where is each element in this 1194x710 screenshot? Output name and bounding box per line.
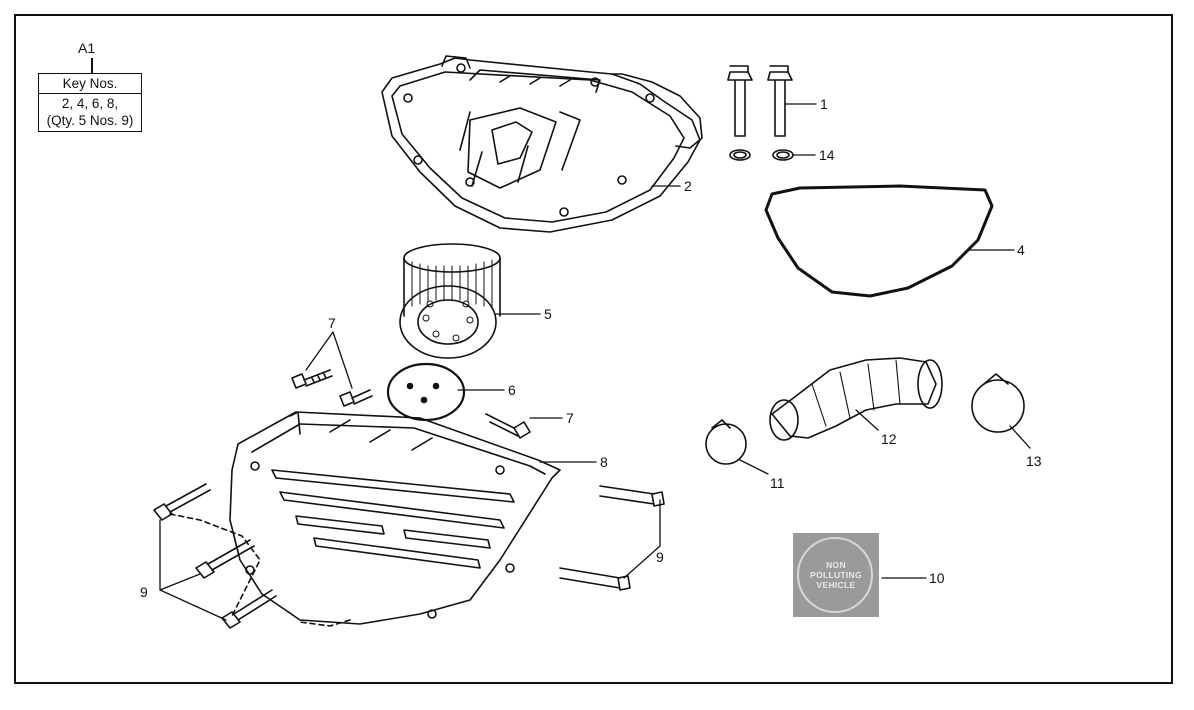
callout-7-lower: 7 [566,410,574,426]
hose-clamps [705,373,1025,465]
leader-lines [159,103,1031,621]
cover-gasket [764,184,994,298]
callout-1: 1 [820,96,828,112]
key-block-id: A1 [78,40,96,56]
key-block-line-1: 2, 4, 6, 8, [61,96,119,111]
filter-element [399,243,501,359]
callout-13: 13 [1026,453,1042,469]
intake-hose [769,357,943,441]
filter-plate [386,362,466,422]
sealing-washers [729,149,794,161]
sticker-line-2: POLLUTING [810,570,862,580]
non-polluting-sticker: NON POLLUTING VEHICLE [793,533,879,617]
sticker-text: NON POLLUTING VEHICLE [793,560,879,590]
callout-6: 6 [508,382,516,398]
key-block: Key Nos. 2, 4, 6, 8, (Qty. 5 Nos. 9) [38,73,142,132]
air-filter-housing [381,55,703,233]
key-block-line-2: (Qty. 5 Nos. 9) [46,113,134,128]
key-block-stem [91,58,93,73]
sticker-seal-ring [797,537,873,613]
callout-2: 2 [684,178,692,194]
lower-cover [229,411,561,627]
callout-8: 8 [600,454,608,470]
callout-14: 14 [819,147,835,163]
left-cover-screws [153,483,277,629]
cover-screws [291,369,531,439]
key-block-body: 2, 4, 6, 8, (Qty. 5 Nos. 9) [39,94,141,131]
sticker-line-3: VEHICLE [816,580,856,590]
callout-4: 4 [1017,242,1025,258]
callout-9-right: 9 [656,549,664,565]
callout-10: 10 [929,570,945,586]
callout-9-left: 9 [140,584,148,600]
callout-11: 11 [770,475,785,491]
flange-bolts [727,65,793,137]
callout-12: 12 [881,431,897,447]
callout-numbers: 1 2 4 5 6 7 7 8 9 9 10 11 12 13 14 [140,96,1042,600]
right-cover-screws [559,485,665,591]
diagram-frame [14,14,1173,684]
callout-5: 5 [544,306,552,322]
sticker-line-1: NON [826,560,846,570]
key-block-header: Key Nos. [39,74,141,94]
callout-7-upper: 7 [328,315,336,331]
